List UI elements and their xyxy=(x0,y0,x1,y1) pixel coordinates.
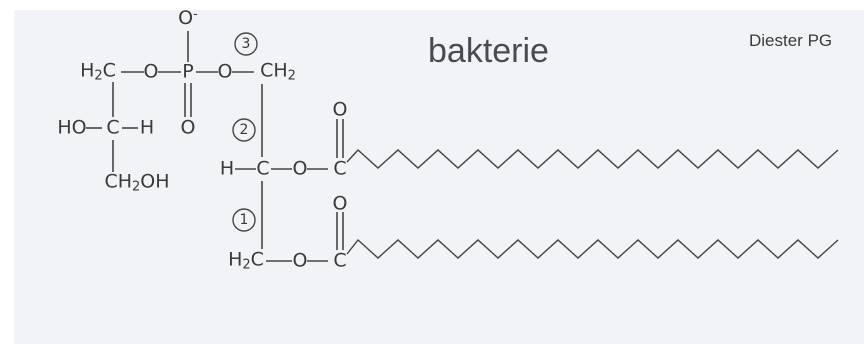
atom-o-double: O xyxy=(180,116,196,139)
position-number-2: 2 xyxy=(239,122,249,138)
position-number-3: 3 xyxy=(241,36,251,52)
atom-o-minus: O- xyxy=(178,7,198,29)
atom-o-carbonyl-upper: O xyxy=(332,98,348,121)
diagram-background xyxy=(14,10,864,344)
atom-h-head: H xyxy=(139,116,155,139)
position-circle-2 xyxy=(232,118,256,142)
atom-h2c-backbone: H2C xyxy=(228,248,264,273)
diagram-title: bakterie xyxy=(428,32,549,70)
atom-c-carbonyl-lower: C xyxy=(333,249,347,272)
atom-c-head: C xyxy=(106,116,120,139)
atom-o-ester-lower: O xyxy=(292,249,308,272)
atom-o-carbonyl-lower: O xyxy=(332,192,348,215)
fatty-acid-chain-lower xyxy=(346,238,839,259)
atom-c-backbone: C xyxy=(256,157,270,180)
position-circle-1 xyxy=(232,208,256,232)
corner-label: Diester PG xyxy=(749,31,833,50)
atom-o-head: O xyxy=(143,60,159,83)
atom-o-backbone: O xyxy=(217,60,233,83)
fatty-acid-chain-upper xyxy=(346,149,839,169)
atom-c-carbonyl-upper: C xyxy=(333,157,347,180)
atom-ho: HO xyxy=(57,116,87,139)
position-circle-3 xyxy=(234,32,258,56)
atom-o-ester-upper: O xyxy=(292,157,308,180)
atom-ch2-backbone: CH2 xyxy=(260,59,296,84)
position-number-1: 1 xyxy=(239,212,249,228)
atom-ch2oh: CH2OH xyxy=(104,170,170,195)
atom-p: P xyxy=(182,60,194,83)
atom-h2c-head: H2C xyxy=(80,59,116,84)
atom-h-backbone: H xyxy=(219,157,235,180)
